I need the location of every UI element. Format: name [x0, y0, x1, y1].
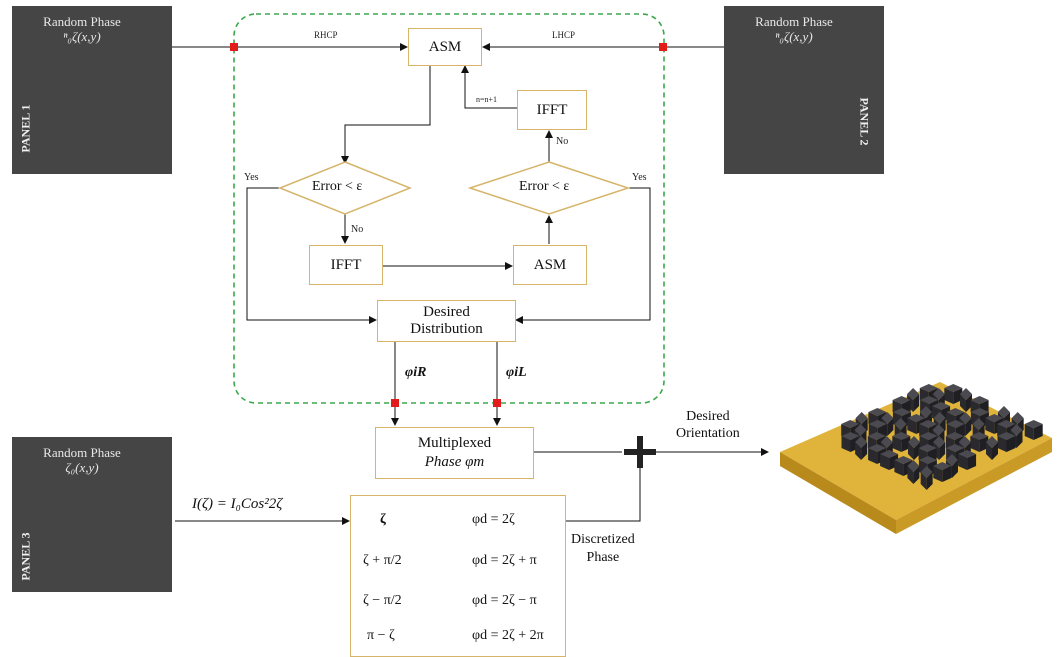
- panel-1-side-label: PANEL 1: [18, 104, 33, 153]
- yes-right-label: Yes: [632, 172, 647, 183]
- substrate-left-side: [780, 452, 896, 534]
- mapping-row-2-left: ζ + π/2: [363, 553, 402, 568]
- intensity-equation: I(ζ) = I₀Cos²2ζ: [192, 496, 283, 512]
- multiplexed-line2: Phase φm: [424, 454, 485, 470]
- metasurface-pillar: [960, 388, 972, 412]
- asm-bottom-label: ASM: [533, 256, 567, 273]
- error-right-label: Error < ε: [519, 179, 570, 194]
- metasurface-pillar: [986, 436, 998, 460]
- desired-distribution-box: Desired Distribution: [377, 300, 516, 342]
- metasurface-pillar: [997, 432, 1016, 452]
- desired-distribution-line2: Distribution: [410, 321, 483, 337]
- discretized-line1: Discretized: [571, 532, 635, 547]
- desired-distribution-line1: Desired: [423, 304, 470, 320]
- discretized-to-junction-line: [566, 467, 641, 522]
- desired-orientation-line1: Desired: [686, 409, 730, 424]
- mapping-row-3-left: ζ − π/2: [363, 593, 402, 608]
- metasurface-illustration: [780, 382, 1052, 534]
- lhcp-label: LHCP: [552, 30, 576, 40]
- metasurface-pillar: [907, 460, 920, 484]
- red-marker: [493, 399, 501, 407]
- discretized-phase-label: Discretized Phase: [571, 531, 635, 567]
- panel-1: Random Phase ⁿ₀ζ(x,y) PANEL 1: [12, 6, 172, 174]
- no-left-label: No: [351, 224, 364, 235]
- metasurface-pillar: [920, 466, 933, 490]
- panel-2-title-label: Random Phase: [755, 14, 833, 29]
- panel-1-phase: ⁿ₀ζ(x,y): [63, 29, 101, 44]
- panel-3-phase: ζ₀(x,y): [65, 460, 99, 475]
- substrate-right-side: [896, 438, 1052, 534]
- metasurface-pillar: [855, 436, 868, 460]
- asm-to-error-left-arrow: [341, 64, 431, 164]
- ifft-bottom-box: IFFT: [309, 245, 383, 285]
- no-right-label: No: [556, 136, 569, 147]
- panel-3-title-label: Random Phase: [43, 445, 121, 460]
- ifft-right-label: IFFT: [536, 101, 568, 118]
- metasurface-pillar: [908, 436, 920, 460]
- n-update-label: n=n+1: [476, 95, 498, 104]
- mapping-row-3-right: φd = 2ζ − π: [472, 593, 537, 608]
- yes-right-arrow: [515, 187, 651, 324]
- metasurface-pillar: [970, 432, 989, 452]
- error-decision-right: [467, 161, 631, 215]
- yes-left-label: Yes: [244, 172, 259, 183]
- panel-2-phase: ⁿ₀ζ(x,y): [775, 29, 813, 44]
- error-left-label: Error < ε: [312, 179, 363, 194]
- red-marker: [391, 399, 399, 407]
- ifft-bottom-label: IFFT: [330, 256, 362, 273]
- yes-left-arrow: [246, 187, 377, 324]
- ifft-right-box: IFFT: [517, 90, 587, 130]
- panel-3: Random Phase ζ₀(x,y) PANEL 3: [12, 437, 172, 592]
- multiplexed-phase-box: Multiplexed Phase φm: [375, 427, 534, 479]
- metasurface-pillar: [933, 436, 946, 460]
- red-marker: [230, 43, 238, 51]
- panel-3-side-label: PANEL 3: [18, 532, 33, 581]
- panel-2: Random Phase ⁿ₀ζ(x,y) PANEL 2: [724, 6, 884, 174]
- metasurface-pillar: [1024, 420, 1043, 440]
- mapping-box: [350, 495, 566, 657]
- ifft-to-asm-loop-arrow: [461, 65, 517, 109]
- asm-top-label: ASM: [428, 38, 462, 55]
- mapping-row-4-right: φd = 2ζ + 2π: [472, 628, 544, 643]
- mapping-row-4-left: π − ζ: [367, 628, 395, 643]
- asm-bottom-box: ASM: [513, 245, 587, 285]
- multiplexed-line1: Multiplexed: [417, 435, 492, 451]
- panel-2-side-label: PANEL 2: [857, 97, 872, 146]
- desired-orientation-line2: Orientation: [676, 426, 740, 441]
- desired-orientation-label: Desired Orientation: [676, 408, 740, 442]
- panel-3-title: Random Phase ζ₀(x,y): [12, 445, 152, 475]
- mapping-row-1-left: ζ: [380, 512, 386, 527]
- rhcp-label: RHCP: [314, 30, 338, 40]
- panel-1-title-label: Random Phase: [43, 14, 121, 29]
- error-decision-left: [277, 161, 413, 215]
- metasurface-pillar: [933, 462, 952, 482]
- mapping-row-1-right: φd = 2ζ: [472, 512, 515, 527]
- mapping-row-2-right: φd = 2ζ + π: [472, 553, 537, 568]
- panel-2-title: Random Phase ⁿ₀ζ(x,y): [724, 14, 864, 44]
- summing-junction: [624, 436, 656, 468]
- metasurface-pillar: [958, 450, 977, 470]
- discretized-line2: Phase: [586, 550, 620, 565]
- phi-il-label: φiL: [506, 365, 527, 380]
- metasurface-pillar: [892, 432, 911, 452]
- metasurface-pillar: [944, 384, 963, 404]
- phi-ir-label: φiR: [405, 365, 427, 380]
- asm-top-box: ASM: [408, 28, 482, 66]
- dashed-container: [233, 13, 665, 404]
- panel-1-title: Random Phase ⁿ₀ζ(x,y): [12, 14, 152, 44]
- red-marker: [659, 43, 667, 51]
